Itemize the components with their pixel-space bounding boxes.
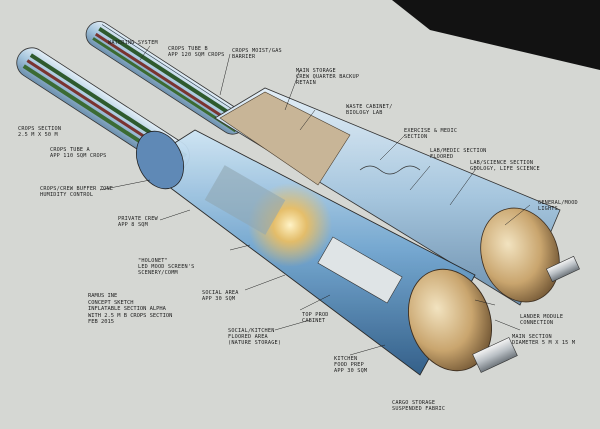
sketch-title-block: Ramus ine concept sketch inflatable sect… bbox=[88, 293, 173, 326]
label-lab-science: Lab/science section geology, life scienc… bbox=[470, 160, 540, 172]
label-exercise-medic: Exercise & medic section bbox=[404, 128, 458, 140]
label-cargo-storage: Cargo storage suspended fabric bbox=[392, 400, 446, 412]
label-top-prod: Top prod cabinet bbox=[302, 312, 329, 324]
label-private-crew: Private crew app 8 sqm bbox=[118, 216, 158, 228]
label-lander-module: Lander module connection bbox=[520, 314, 564, 326]
label-crops-section: Crops section 2.5 m x 50 m bbox=[18, 126, 62, 138]
label-social-kitchen: Social/kitchen floored area (nature stor… bbox=[228, 328, 282, 346]
label-crops-tube-a: Crops tube a app 110 sqm crops bbox=[50, 147, 107, 159]
label-crops-moist-gas: Crops moist/gas barrier bbox=[232, 48, 282, 60]
label-crops-tube-b: Crops tube b App 120 sqm crops bbox=[168, 46, 225, 58]
label-general-lights: General/mood lights bbox=[538, 200, 578, 212]
label-waste-cabinet: Waste cabinet/ biology lab bbox=[346, 104, 393, 116]
label-main-storage: Main storage Crew quarter backup Retain bbox=[296, 68, 360, 86]
crops-tube-b bbox=[85, 21, 246, 135]
leader-lines bbox=[99, 45, 531, 356]
dark-corner bbox=[392, 0, 600, 70]
label-watering-system: Watering system bbox=[108, 40, 158, 46]
label-holonet: "Holonet" LED mood screen's scenery/comm bbox=[138, 258, 195, 276]
rear-main-section bbox=[214, 87, 580, 306]
label-lab-medic: Lab/medic section floored bbox=[430, 148, 487, 160]
label-social-area: Social area app 30 sqm bbox=[202, 290, 239, 302]
label-kitchen: Kitchen food prep app 30 sqm bbox=[334, 356, 368, 374]
front-main-section bbox=[135, 129, 518, 376]
label-crops-buffer: Crops/crew buffer zone humidity control bbox=[40, 186, 114, 198]
label-main-section: Main section diameter 5 m x 15 m bbox=[512, 334, 576, 346]
